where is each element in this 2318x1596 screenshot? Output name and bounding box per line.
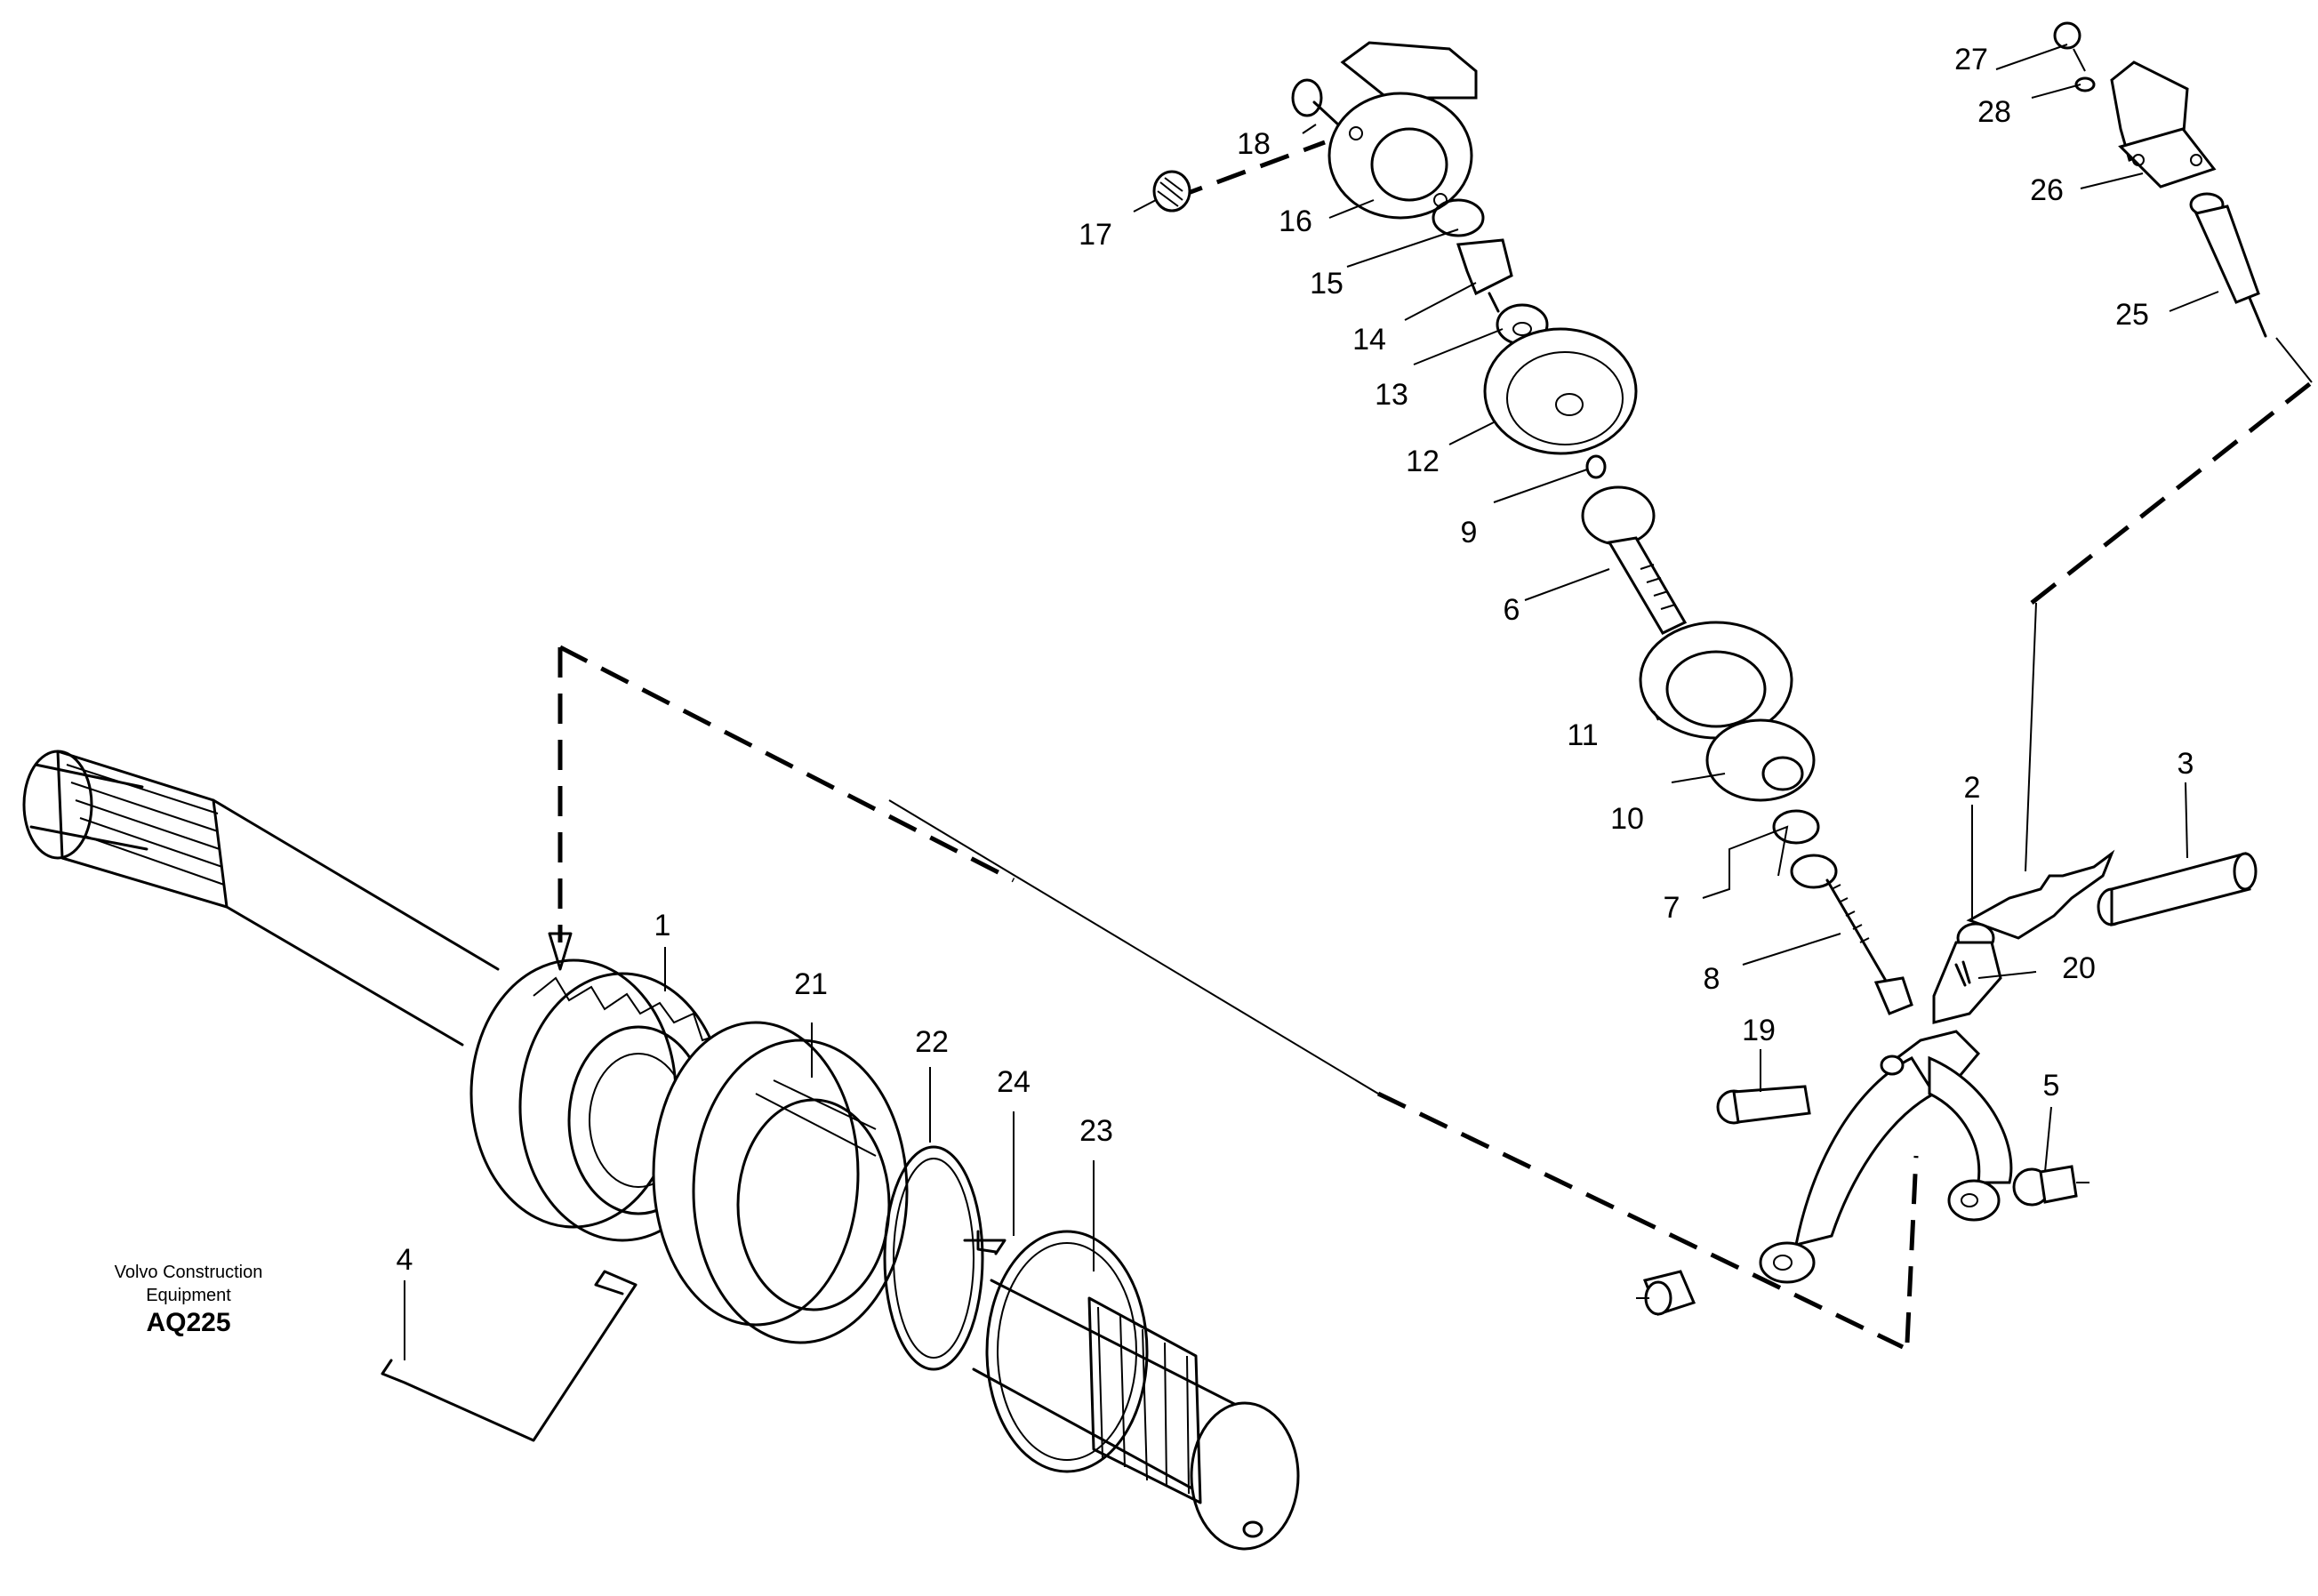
valve-part-14 [1456, 238, 1513, 313]
screw-part-18 [1291, 78, 1340, 126]
label-part-25: 25 [2115, 298, 2149, 332]
bolt-part-19 [1716, 1085, 1811, 1125]
label-part-19: 19 [1742, 1014, 1776, 1047]
piston-rod-part-6 [1581, 485, 1688, 635]
pin-part-20 [1954, 960, 1971, 987]
spring-wire-part-4 [381, 1270, 638, 1442]
label-part-28: 28 [1977, 95, 2011, 129]
plug-part-17 [1152, 170, 1191, 213]
label-part-4: 4 [397, 1243, 413, 1277]
label-part-14: 14 [1352, 323, 1386, 357]
cover-part-16 [1327, 41, 1478, 220]
label-part-11: 11 [1567, 718, 1598, 752]
label-part-16: 16 [1279, 205, 1312, 238]
pad-left [1636, 1270, 1696, 1316]
pad-part-5 [2012, 1165, 2089, 1207]
label-part-27: 27 [1954, 43, 1988, 76]
caption-code: AQ225 [146, 1308, 230, 1337]
label-part-23: 23 [1079, 1114, 1113, 1148]
main-shaft [22, 750, 1300, 1551]
label-part-1: 1 [654, 909, 671, 942]
label-part-20: 20 [2062, 951, 2096, 985]
label-part-24: 24 [997, 1065, 1031, 1099]
caption-brand-line2: Equipment [146, 1286, 231, 1305]
label-part-12: 12 [1406, 445, 1440, 478]
label-part-6: 6 [1504, 593, 1520, 627]
label-part-5: 5 [2043, 1069, 2060, 1103]
bracket-part-26 [2110, 60, 2217, 188]
shift-lever-part-2 [1932, 849, 2115, 1024]
caption: Volvo Construction Equipment AQ225 [115, 1263, 263, 1337]
label-part-9: 9 [1461, 516, 1478, 549]
label-part-8: 8 [1704, 962, 1720, 996]
sleeve-part-21 [652, 1021, 909, 1344]
shift-fork [1759, 1030, 2013, 1284]
rings-parts-22-23-24 [883, 1145, 1149, 1473]
leader-lines [404, 44, 2219, 1360]
label-part-21: 21 [794, 967, 828, 1001]
label-part-15: 15 [1310, 267, 1343, 301]
label-part-17: 17 [1079, 218, 1112, 252]
caption-brand-line1: Volvo Construction [115, 1263, 263, 1282]
switch-part-25 [2189, 192, 2267, 338]
rod-part-8 [1825, 878, 1913, 1015]
label-part-18: 18 [1237, 127, 1271, 161]
washer-part-28 [2074, 76, 2096, 92]
label-part-26: 26 [2030, 173, 2064, 207]
label-part-3: 3 [2178, 747, 2194, 781]
label-part-10: 10 [1610, 802, 1644, 836]
o-ring-part-15 [1432, 198, 1485, 237]
label-part-13: 13 [1375, 378, 1408, 412]
shift-rod-part-3 [2097, 852, 2258, 926]
dashed-guide-lines [558, 140, 2314, 1350]
bushing-part-10 [1705, 718, 1816, 802]
screw-part-27 [2053, 21, 2086, 72]
label-part-22: 22 [915, 1025, 949, 1059]
assembly-arrow [548, 647, 573, 971]
seal-part-11 [1639, 621, 1793, 740]
screw-part-9 [1585, 454, 1607, 479]
label-part-7: 7 [1664, 891, 1680, 925]
part-labels: 1 2 3 4 5 6 7 8 9 10 11 12 13 14 15 16 1… [397, 43, 2194, 1277]
label-part-2: 2 [1964, 771, 1981, 805]
diaphragm-part-12 [1483, 327, 1638, 455]
